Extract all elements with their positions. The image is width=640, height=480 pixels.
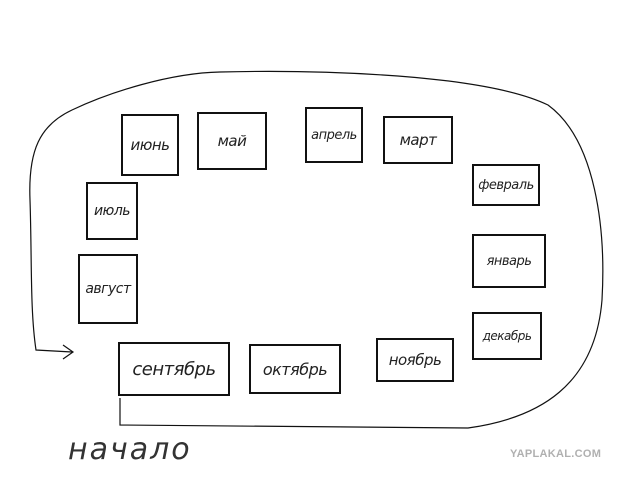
month-box-september: сентябрь [118, 342, 230, 396]
cycle-loop [29, 70, 604, 429]
month-box-may: май [197, 112, 267, 170]
month-label-september: сентябрь [132, 358, 216, 380]
month-label-august: август [85, 281, 131, 297]
month-label-october: октябрь [262, 359, 328, 379]
month-label-november: ноябрь [388, 351, 442, 369]
month-label-april: апрель [311, 127, 357, 143]
month-label-march: март [399, 131, 437, 149]
month-box-october: октябрь [249, 344, 341, 394]
month-label-june: июнь [130, 136, 170, 154]
month-box-december: декабрь [472, 312, 542, 360]
month-label-january: январь [486, 253, 532, 269]
month-label-may: май [217, 132, 247, 150]
start-label: начало [68, 432, 192, 467]
month-box-april: апрель [305, 107, 363, 163]
month-box-march: март [383, 116, 453, 164]
month-box-august: август [78, 254, 138, 324]
site-watermark: YAPLAKAL.COM [510, 448, 602, 460]
month-label-december: декабрь [482, 329, 532, 343]
month-box-june: июнь [121, 114, 179, 176]
month-label-july: июль [93, 203, 131, 219]
month-label-february: февраль [478, 177, 534, 193]
month-box-november: ноябрь [376, 338, 454, 382]
month-box-january: январь [472, 234, 546, 288]
month-box-july: июль [86, 182, 138, 240]
month-box-february: февраль [472, 164, 540, 206]
loop-arrowhead [62, 344, 75, 360]
